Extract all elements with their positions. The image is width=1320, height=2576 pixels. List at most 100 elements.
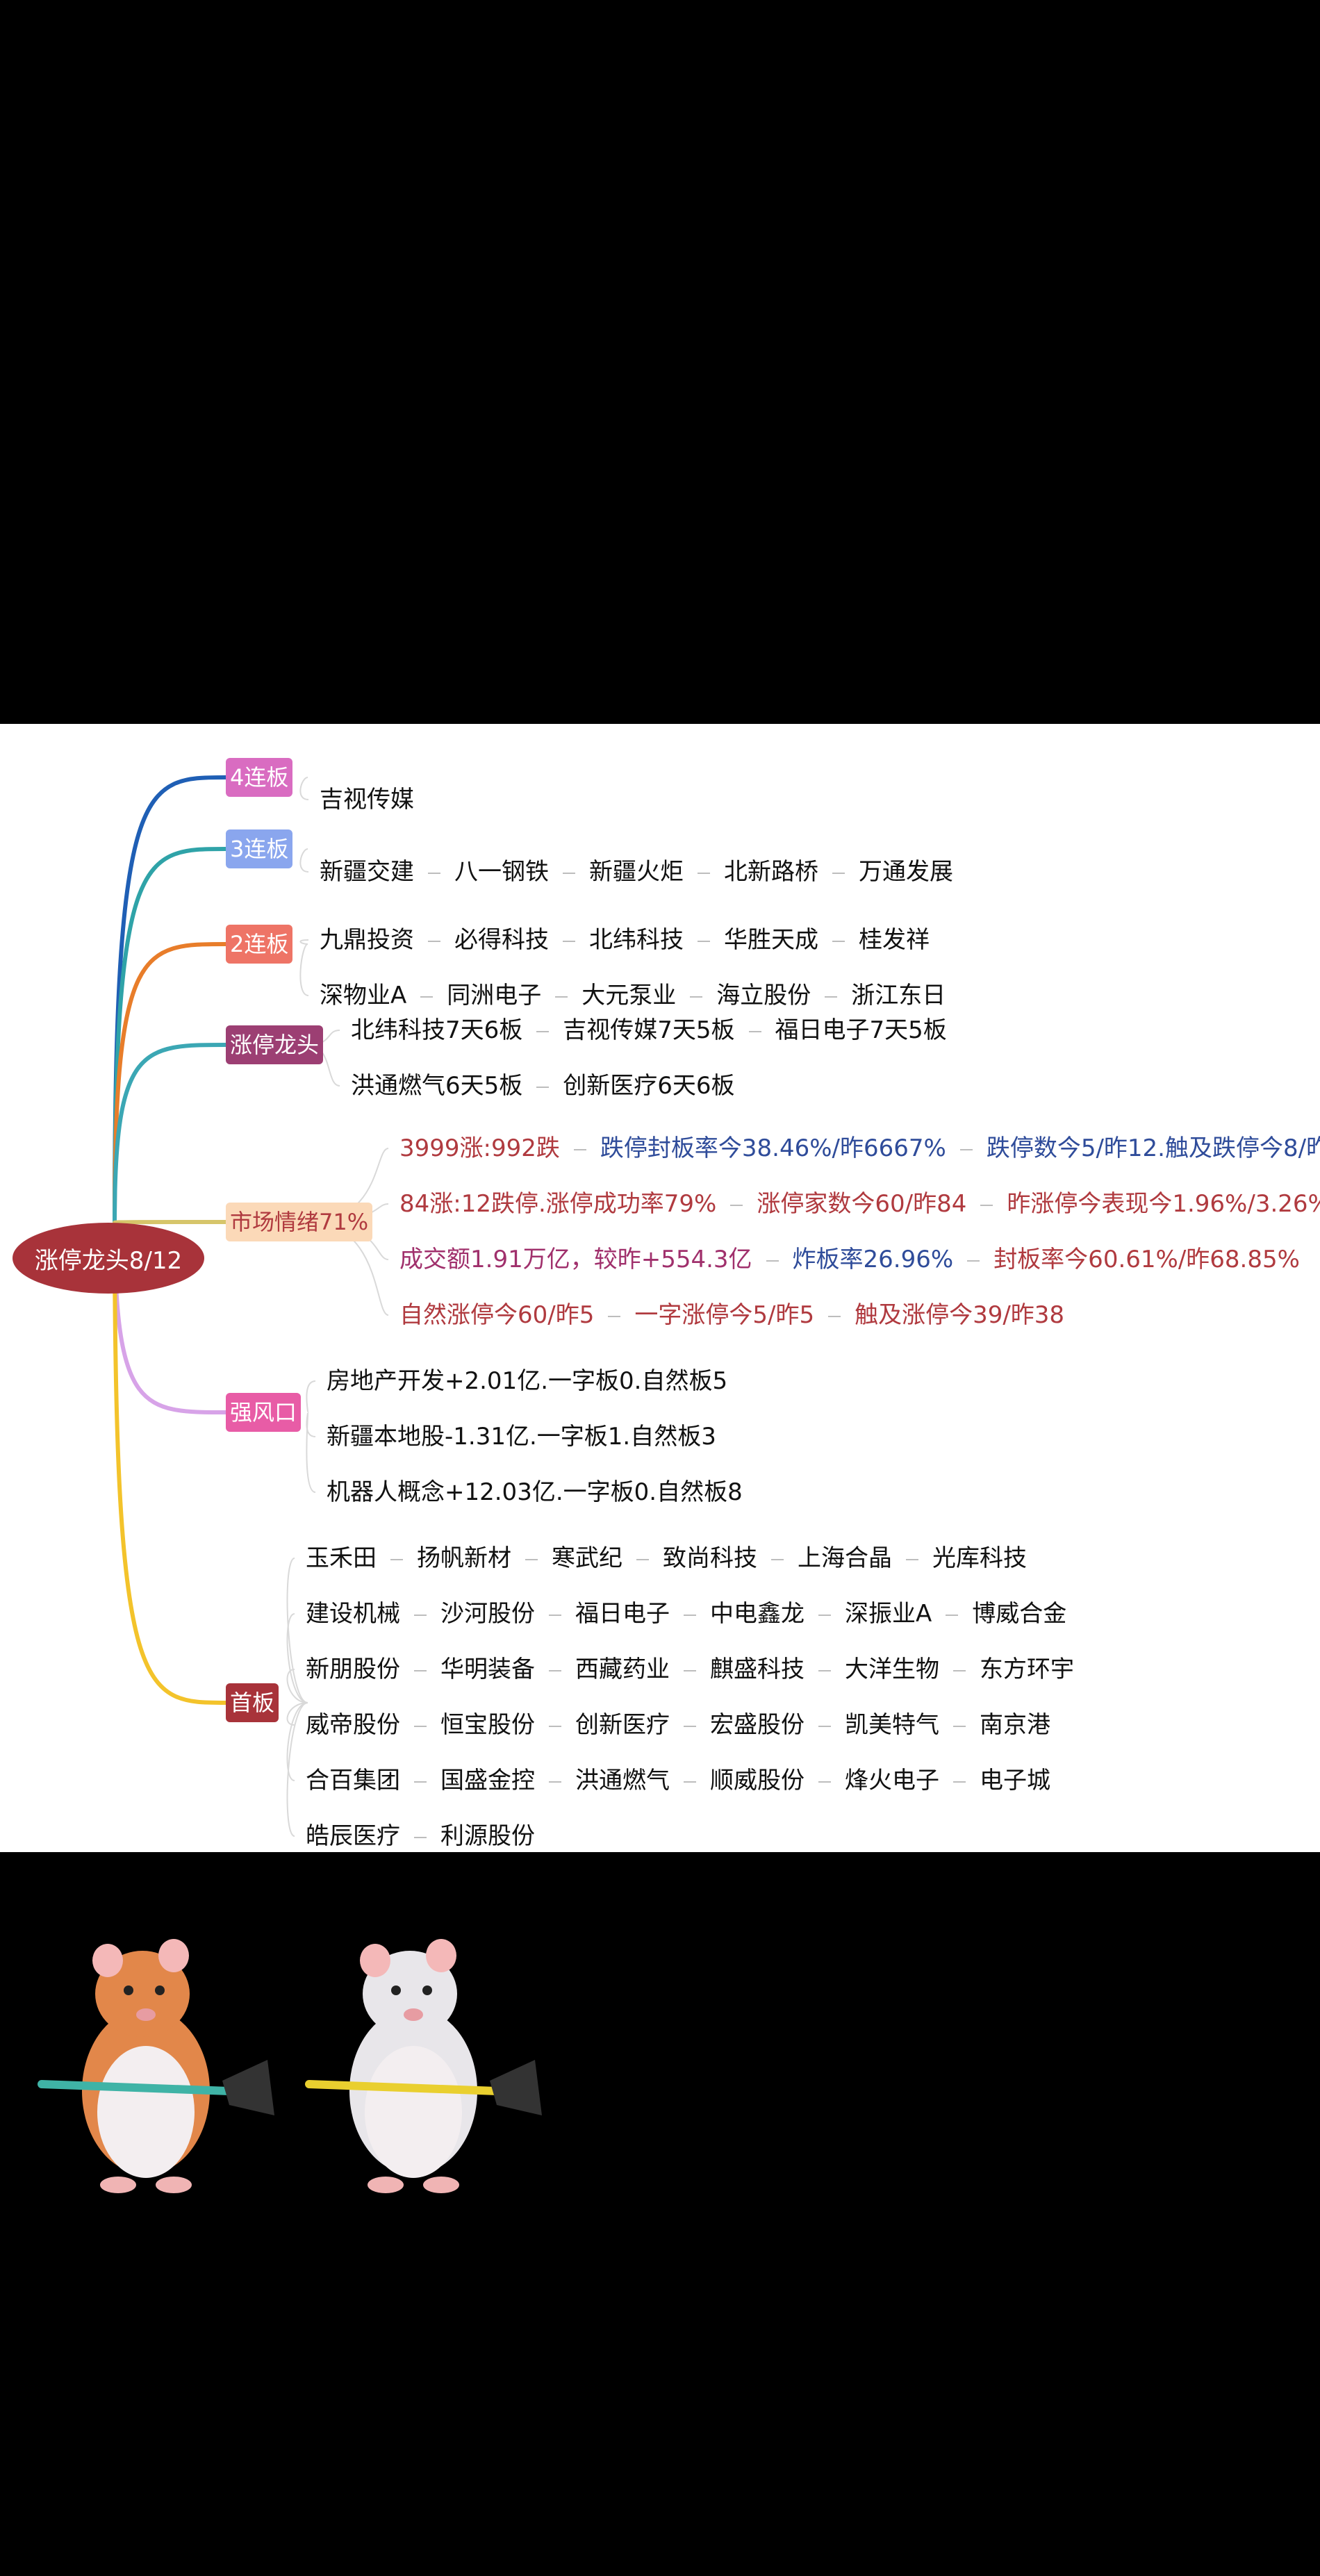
leaf-item[interactable]: 麒盛科技 bbox=[710, 1656, 805, 1683]
leaf-item[interactable]: 涨停家数今60/昨84 bbox=[757, 1190, 967, 1218]
category-node[interactable]: 强风口 bbox=[226, 1393, 302, 1432]
row-connector bbox=[299, 943, 309, 996]
leaf-item[interactable]: 成交额1.91万亿，较昨+554.3亿 bbox=[399, 1246, 752, 1273]
separator bbox=[684, 1726, 696, 1727]
leaf-item[interactable]: 电子城 bbox=[980, 1767, 1050, 1794]
category-node[interactable]: 市场情绪71% bbox=[226, 1203, 373, 1241]
leaf-item[interactable]: 合百集团 bbox=[306, 1767, 400, 1794]
separator bbox=[766, 1260, 779, 1262]
leaf-item[interactable]: 沙河股份 bbox=[440, 1600, 535, 1628]
category-node[interactable]: 2连板 bbox=[226, 925, 293, 964]
leaf-item[interactable]: 洪通燃气 bbox=[575, 1767, 670, 1794]
category-node[interactable]: 4连板 bbox=[226, 758, 293, 797]
row-connector bbox=[306, 1380, 316, 1413]
leaf-item[interactable]: 新朋股份 bbox=[306, 1656, 400, 1683]
leaf-item[interactable]: 建设机械 bbox=[306, 1600, 400, 1628]
leaf-item[interactable]: 东方环宇 bbox=[980, 1656, 1074, 1683]
separator bbox=[549, 1726, 561, 1727]
separator bbox=[953, 1670, 966, 1671]
leaf-item[interactable]: 寒武纪 bbox=[552, 1544, 622, 1572]
row-connector bbox=[286, 1702, 308, 1837]
separator bbox=[414, 1726, 427, 1727]
separator bbox=[536, 1087, 550, 1088]
leaf-item[interactable]: 华明装备 bbox=[440, 1656, 535, 1683]
leaf-item[interactable]: 扬帆新材 bbox=[417, 1544, 511, 1572]
leaf-item[interactable]: 同洲电子 bbox=[447, 982, 542, 1009]
separator bbox=[684, 1781, 696, 1783]
leaf-item[interactable]: 利源股份 bbox=[440, 1822, 535, 1850]
leaf-item[interactable]: 昨涨停今表现今1.96%/3.26% bbox=[1007, 1190, 1320, 1218]
leaf-item[interactable]: 跌停封板率今38.46%/昨6667% bbox=[600, 1134, 946, 1162]
leaf-item[interactable]: 吉视传媒7天5板 bbox=[563, 1016, 735, 1044]
leaf-item[interactable]: 84涨:12跌停.涨停成功率79% bbox=[399, 1190, 717, 1218]
leaf-item[interactable]: 炸板率26.96% bbox=[792, 1246, 954, 1273]
leaf-item[interactable]: 创新医疗6天6板 bbox=[563, 1072, 735, 1100]
leaf-item[interactable]: 玉禾田 bbox=[306, 1544, 377, 1572]
root-node[interactable]: 涨停龙头8/12 bbox=[13, 1223, 204, 1294]
leaf-item[interactable]: 北纬科技7天6板 bbox=[351, 1016, 523, 1044]
leaf-item[interactable]: 一字涨停今5/昨5 bbox=[634, 1301, 815, 1329]
separator bbox=[549, 1670, 561, 1671]
category-node[interactable]: 首板 bbox=[226, 1683, 279, 1722]
leaf-item[interactable]: 跌停数今5/昨12.触及跌停今8/昨6 bbox=[986, 1134, 1320, 1162]
leaf-item[interactable]: 必得科技 bbox=[454, 926, 549, 954]
white-hamster bbox=[305, 1939, 542, 2193]
leaf-item[interactable]: 博威合金 bbox=[972, 1600, 1067, 1628]
leaf-item[interactable]: 新疆交建 bbox=[320, 858, 414, 886]
separator bbox=[818, 1670, 831, 1671]
separator bbox=[953, 1726, 966, 1727]
leaf-item[interactable]: 机器人概念+12.03亿.一字板0.自然板8 bbox=[327, 1478, 743, 1506]
leaf-item[interactable]: 西藏药业 bbox=[575, 1656, 670, 1683]
leaf-item[interactable]: 凯美特气 bbox=[845, 1711, 939, 1739]
category-node[interactable]: 3连板 bbox=[226, 829, 293, 868]
leaf-item[interactable]: 海立股份 bbox=[716, 982, 811, 1009]
leaf-item[interactable]: 触及涨停今39/昨38 bbox=[855, 1301, 1065, 1329]
leaf-item[interactable]: 顺威股份 bbox=[710, 1767, 805, 1794]
leaf-item[interactable]: 福日电子7天5板 bbox=[775, 1016, 947, 1044]
leaf-item[interactable]: 国盛金控 bbox=[440, 1767, 535, 1794]
row-connector bbox=[286, 1702, 308, 1781]
leaf-item[interactable]: 封板率今60.61%/昨68.85% bbox=[993, 1246, 1300, 1273]
leaf-item[interactable]: 新疆火炬 bbox=[589, 858, 684, 886]
separator bbox=[825, 996, 838, 998]
leaf-item[interactable]: 深物业A bbox=[320, 982, 407, 1009]
leaf-item[interactable]: 3999涨:992跌 bbox=[399, 1134, 560, 1162]
separator bbox=[980, 1205, 993, 1206]
leaf-item[interactable]: 创新医疗 bbox=[575, 1711, 670, 1739]
leaf-item[interactable]: 万通发展 bbox=[859, 858, 953, 886]
row-connector bbox=[286, 1669, 308, 1703]
leaf-item[interactable]: 吉视传媒 bbox=[320, 786, 414, 814]
leaf-item[interactable]: 房地产开发+2.01亿.一字板0.自然板5 bbox=[327, 1367, 728, 1395]
leaf-item[interactable]: 南京港 bbox=[980, 1711, 1050, 1739]
leaf-item[interactable]: 洪通燃气6天5板 bbox=[351, 1072, 523, 1100]
leaf-item[interactable]: 致尚科技 bbox=[663, 1544, 757, 1572]
separator bbox=[608, 1316, 621, 1317]
leaf-item[interactable]: 皓辰医疗 bbox=[306, 1822, 400, 1850]
leaf-item[interactable]: 北新路桥 bbox=[724, 858, 818, 886]
leaf-item[interactable]: 华胜天成 bbox=[724, 926, 818, 954]
leaf-item[interactable]: 深振业A bbox=[845, 1600, 932, 1628]
leaf-item[interactable]: 九鼎投资 bbox=[320, 926, 414, 954]
row-connector bbox=[286, 1558, 308, 1703]
leaf-item[interactable]: 上海合晶 bbox=[798, 1544, 892, 1572]
separator bbox=[818, 1726, 831, 1727]
leaf-item[interactable]: 自然涨停今60/昨5 bbox=[399, 1301, 595, 1329]
separator bbox=[698, 941, 710, 942]
leaf-item[interactable]: 中电鑫龙 bbox=[710, 1600, 805, 1628]
leaf-item[interactable]: 北纬科技 bbox=[589, 926, 684, 954]
category-node[interactable]: 涨停龙头 bbox=[226, 1025, 324, 1064]
leaf-item[interactable]: 新疆本地股-1.31亿.一字板1.自然板3 bbox=[327, 1423, 716, 1451]
leaf-item[interactable]: 福日电子 bbox=[575, 1600, 670, 1628]
leaf-item[interactable]: 烽火电子 bbox=[845, 1767, 939, 1794]
leaf-item[interactable]: 桂发祥 bbox=[859, 926, 930, 954]
leaf-item[interactable]: 光库科技 bbox=[932, 1544, 1027, 1572]
separator bbox=[684, 1615, 696, 1616]
leaf-item[interactable]: 浙江东日 bbox=[851, 982, 946, 1009]
leaf-item[interactable]: 大洋生物 bbox=[845, 1656, 939, 1683]
leaf-item[interactable]: 威帝股份 bbox=[306, 1711, 400, 1739]
separator bbox=[563, 873, 575, 874]
leaf-item[interactable]: 宏盛股份 bbox=[710, 1711, 805, 1739]
leaf-item[interactable]: 恒宝股份 bbox=[440, 1711, 535, 1739]
leaf-item[interactable]: 八一钢铁 bbox=[454, 858, 549, 886]
leaf-item[interactable]: 大元泵业 bbox=[581, 982, 677, 1009]
